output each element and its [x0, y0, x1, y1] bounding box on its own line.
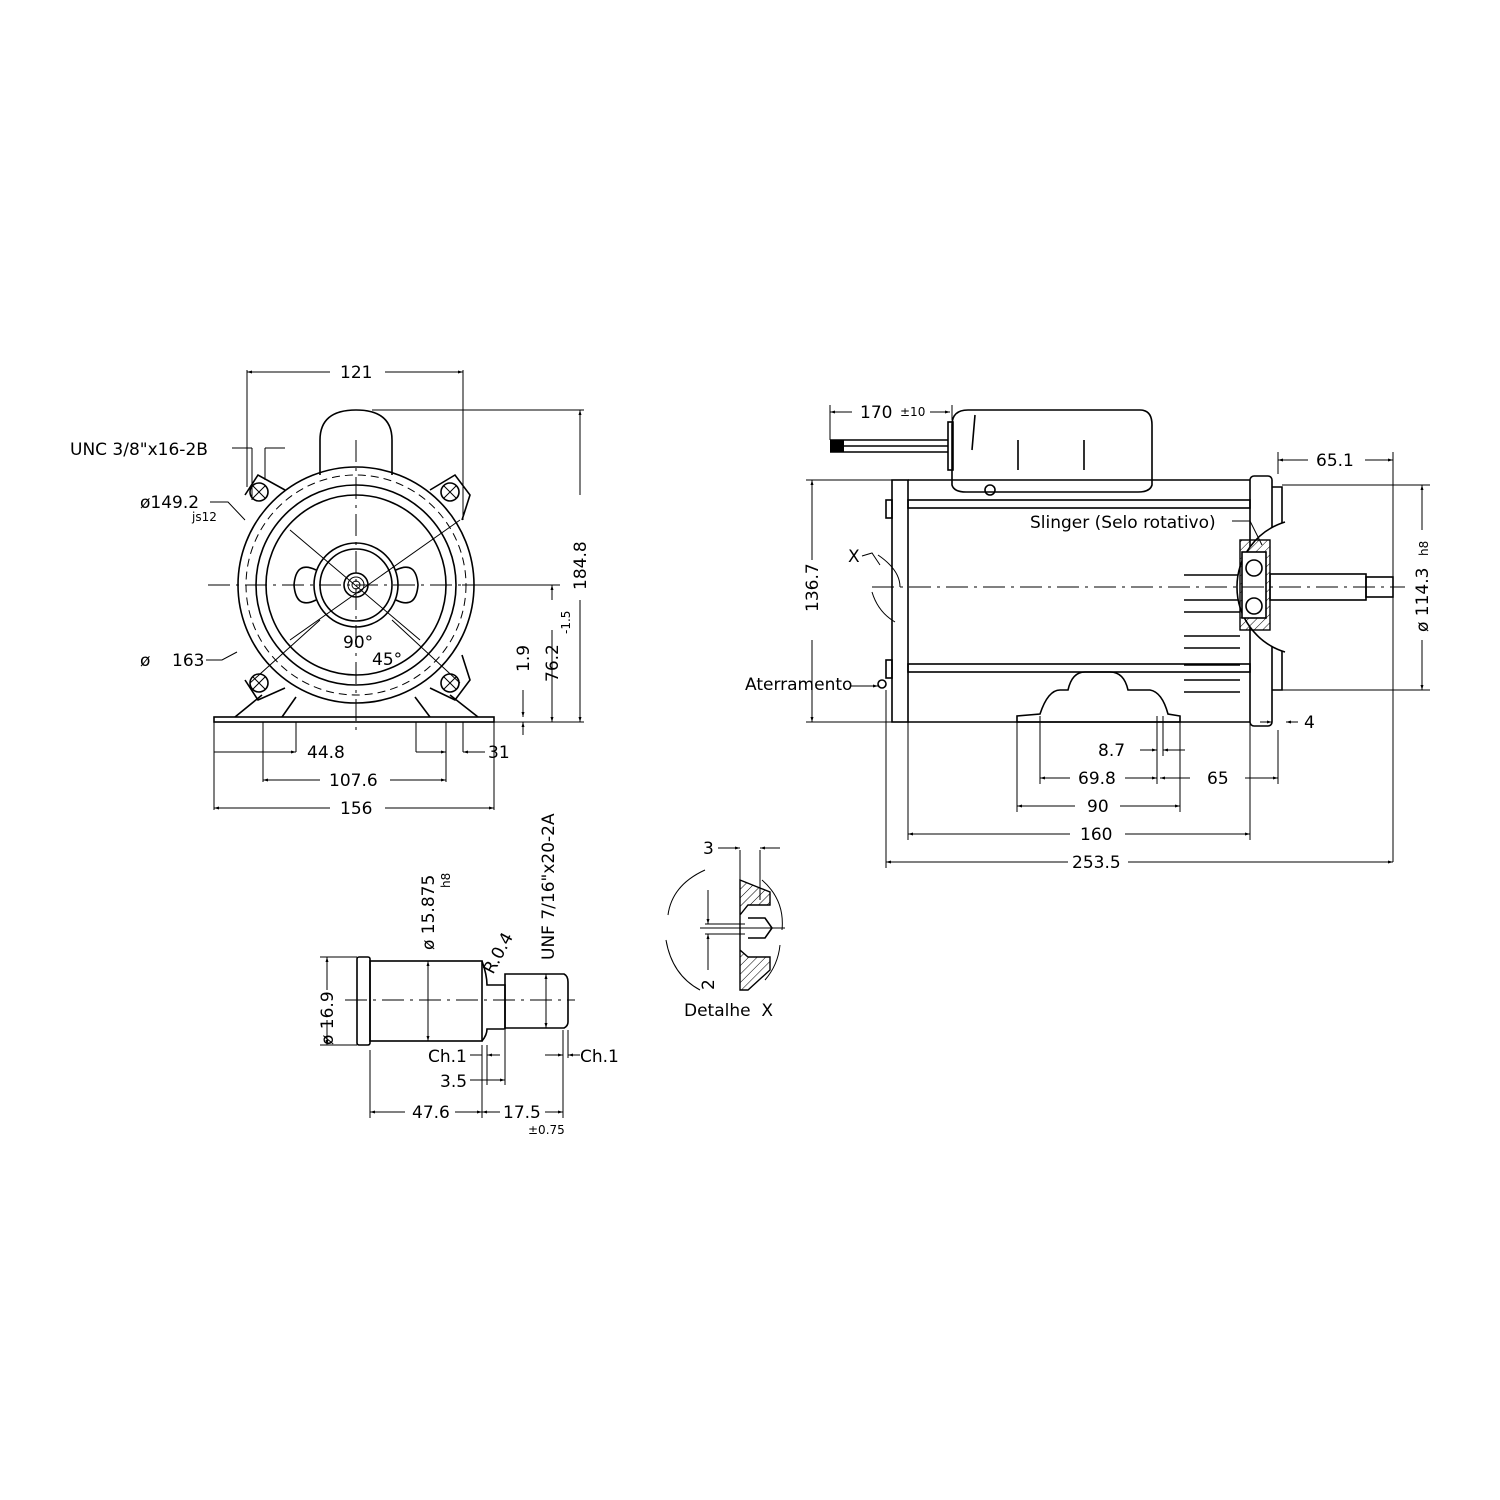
- dim-136-7: 136.7: [803, 563, 823, 612]
- dim-31: 31: [488, 743, 510, 763]
- terminal-box-front: [319, 409, 393, 475]
- shaft-detail: ø 16.9 ø 15.875 h8 R.0.4 UNF 7/16"x20-2A…: [318, 813, 619, 1137]
- dia-16-9: ø 16.9: [318, 991, 338, 1045]
- dim-height-184-8: 184.8: [571, 541, 591, 590]
- dim-44-8: 44.8: [307, 743, 345, 763]
- dim-8-7: 8.7: [1098, 741, 1125, 761]
- dim-65: 65: [1207, 769, 1229, 789]
- lead-wires: [830, 439, 948, 453]
- terminal-box: [951, 409, 1153, 493]
- dia-15-875-tol: h8: [439, 873, 453, 888]
- lead-length: 170: [860, 403, 892, 423]
- dim-shaft-height-tol: -1.5: [559, 611, 573, 634]
- slinger-label: Slinger (Selo rotativo): [1030, 513, 1216, 533]
- radius-label: R.0.4: [480, 929, 518, 977]
- lead-length-tol: ±10: [900, 405, 925, 419]
- dim-160: 160: [1080, 825, 1112, 845]
- dim-width-121: 121: [340, 363, 372, 383]
- dim-shaft-height: 76.2: [543, 644, 563, 682]
- mounting-foot: [1016, 671, 1181, 723]
- dia-15-875: ø 15.875: [419, 875, 439, 950]
- dim-69-8: 69.8: [1078, 769, 1116, 789]
- detail-dim-3: 3: [703, 839, 714, 859]
- detail-x-title: Detalhe X: [684, 1001, 773, 1021]
- dim-65-1: 65.1: [1316, 451, 1354, 471]
- dim-107-6: 107.6: [329, 771, 378, 791]
- chamfer-right: Ch.1: [580, 1047, 619, 1067]
- dia-163-symbol: ø: [140, 651, 150, 671]
- dim-4: 4: [1304, 713, 1315, 733]
- thread-label-unf: UNF 7/16"x20-2A: [539, 813, 559, 960]
- dim-47-6: 47.6: [412, 1103, 450, 1123]
- shaft-body: [369, 960, 483, 1042]
- dim-90: 90: [1087, 797, 1109, 817]
- dim-156: 156: [340, 799, 372, 819]
- shaft-collar: [356, 956, 371, 1046]
- tie-rod-top: [907, 499, 1251, 509]
- thread-label-unc: UNC 3/8"x16-2B: [70, 440, 208, 460]
- base-plate: [213, 716, 495, 723]
- front-view: 121 UNC 3/8"x16-2B ø149.2 js12 ø 163 90°…: [70, 363, 591, 819]
- detail-x: 3 2 Detalhe X: [665, 839, 785, 1021]
- dim-base-1-9: 1.9: [514, 645, 534, 672]
- detail-dim-2: 2: [699, 979, 719, 990]
- dim-17-5: 17.5: [503, 1103, 541, 1123]
- bolt-holes: [244, 473, 471, 702]
- dim-114-3-tol: h8: [1417, 541, 1431, 556]
- angle-90-label: 90°: [343, 633, 373, 653]
- chamfer-left: Ch.1: [428, 1047, 467, 1067]
- shaft-thread: [504, 973, 569, 1029]
- side-view: Aterramento Slinger (Selo rotativo) X 17…: [745, 403, 1433, 873]
- dia-163-label: 163: [172, 651, 204, 671]
- dim-17-5-tol: ±0.75: [528, 1123, 565, 1137]
- grounding-screw: [877, 679, 887, 689]
- rear-endplate: [891, 479, 909, 723]
- dim-253-5: 253.5: [1072, 853, 1121, 873]
- dim-3-5: 3.5: [440, 1072, 467, 1092]
- dia-149-tolerance: js12: [191, 510, 217, 524]
- detail-x-marker: X: [848, 547, 860, 567]
- angle-45-label: 45°: [372, 650, 402, 670]
- terminal-screw: [984, 484, 996, 496]
- dia-149-label: ø149.2: [140, 493, 199, 513]
- dim-114-3: ø 114.3: [1413, 568, 1433, 632]
- grounding-label: Aterramento: [745, 675, 852, 695]
